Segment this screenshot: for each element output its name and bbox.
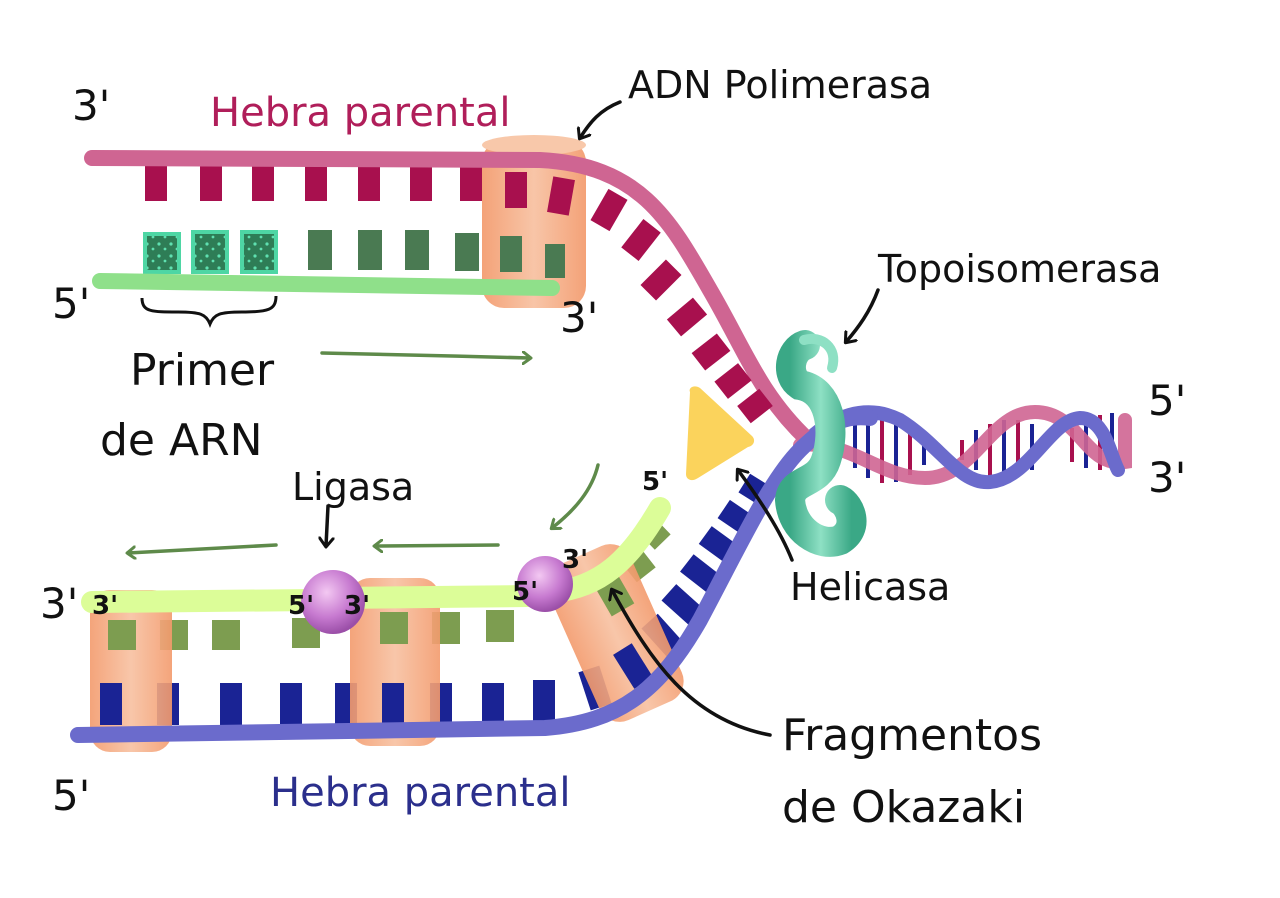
helix-pink-strand [793, 404, 1132, 486]
leading-direction-arrow [320, 353, 530, 358]
okazaki-label-line2: de Okazaki [782, 782, 1025, 833]
end-label-helix-bottom: 3' [1148, 453, 1186, 502]
lagging-direction-arrow-3 [552, 463, 600, 528]
topoisomerase-clamp [774, 330, 867, 557]
top-parental-backbone [84, 150, 816, 448]
top-parental-curve-bases [590, 188, 773, 424]
frag2-left-label: 3' [344, 591, 370, 621]
primer-label-line2: de ARN [100, 415, 263, 466]
okazaki-label-line1: Fragmentos [782, 710, 1042, 761]
polymerase-pointer [580, 100, 622, 138]
frag3-left-label: 3' [562, 545, 588, 575]
okazaki-fragment-1 [81, 589, 329, 613]
top-parental-label: Hebra parental [210, 90, 511, 136]
pointer-arrows [326, 100, 880, 737]
end-label-leading-left: 5' [52, 279, 90, 328]
topoisomerase-label: Topoisomerasa [877, 247, 1161, 291]
lagging-direction-arrow-2 [375, 545, 500, 546]
topoisomerase-pointer [846, 288, 880, 342]
end-label-helix-top: 5' [1148, 376, 1186, 425]
end-label-lagging-left: 3' [40, 579, 78, 628]
double-helix [788, 404, 1132, 490]
polymerase-bottom-middle [350, 578, 440, 746]
okazaki-fragment-2 [327, 585, 539, 609]
polymerase-top [482, 135, 586, 308]
ligase-label: Ligasa [292, 465, 414, 509]
ligase-sphere-2 [517, 556, 573, 612]
rna-primer [143, 230, 278, 274]
frag1-right-label: 5' [288, 591, 314, 621]
polymerase-bottom-left [90, 590, 172, 752]
frag1-left-label: 3' [92, 591, 118, 621]
frag2-right-label: 5' [512, 577, 538, 607]
helicase-label: Helicasa [790, 565, 950, 609]
top-parental-bases [145, 163, 482, 201]
okazaki-pointer [612, 590, 772, 737]
bottom-parental-label: Hebra parental [270, 770, 571, 816]
ligase-pointer [326, 504, 328, 546]
helicase-pointer [738, 470, 794, 562]
frag3-top-label: 5' [642, 467, 668, 497]
ligase-sphere-1 [301, 570, 365, 634]
direction-arrows [128, 353, 600, 553]
primer-label-line1: Primer [130, 345, 275, 396]
leading-new-bases [308, 230, 479, 271]
helicase-triangle [686, 386, 755, 481]
lagging-direction-arrow-1 [128, 543, 278, 553]
end-label-top-left: 3' [72, 81, 110, 130]
end-label-leading-right: 3' [560, 293, 598, 342]
leading-strand-backbone [92, 273, 560, 296]
end-label-bottom-left: 5' [52, 771, 90, 820]
polymerase-label: ADN Polimerasa [628, 63, 932, 107]
primer-brace [140, 295, 278, 329]
